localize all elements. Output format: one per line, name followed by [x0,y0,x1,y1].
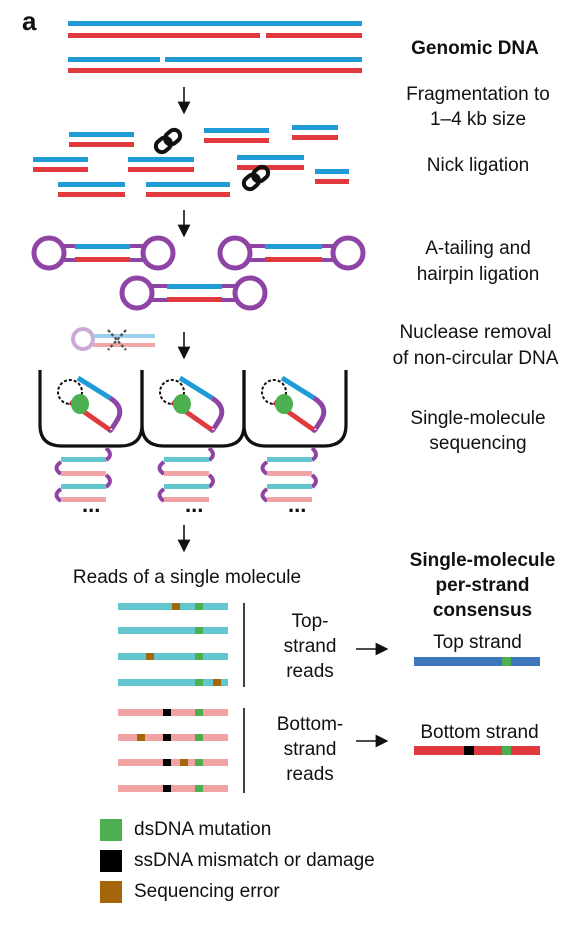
chain-link-icon [153,127,271,192]
cross-icon [107,329,127,351]
sequencing-wells [38,370,348,448]
dna-fragments [33,125,349,197]
fragmentation-label-line1: Fragmentation to [406,84,550,105]
continuation-dots: ... ... ... [82,492,306,517]
bottom-strand-consensus-bar [414,746,540,755]
legend-label: dsDNA mutation [134,819,272,840]
reads-title: Reads of a single molecule [72,567,302,588]
top-strand-consensus-bar [414,657,540,666]
legend-swatch [100,850,122,872]
bottom-reads-label-line2: strand [283,739,337,760]
sequencing-label-line2: sequencing [429,433,527,454]
bottom-reads-label-line3: reads [286,764,334,785]
bottom-reads-label-line1: Bottom- [276,714,344,735]
consensus-label-line2: per-strand [435,575,530,596]
top-reads-label-line3: reads [286,661,334,682]
legend-item: ssDNA mismatch or damage [100,849,375,873]
top-strand-consensus-label: Top strand [433,632,522,653]
nuclease-label-line1: Nuclease removal [399,322,552,343]
nick-ligation-label: Nick ligation [426,155,530,176]
svg-text:...: ... [185,492,203,517]
hairpin-molecules [31,235,366,311]
process-arrows [177,87,389,748]
consensus-label-line1: Single-molecule [409,550,556,571]
genomic-dna-label: Genomic DNA [411,38,539,59]
a-tailing-label-line1: A-tailing and [425,238,531,259]
subread-zigzags [54,446,318,503]
removed-molecule-graphic [71,327,155,351]
fragmentation-label-line2: 1–4 kb size [429,109,527,130]
nuclease-label-line2: of non-circular DNA [392,348,559,369]
legend-item: dsDNA mutation [100,818,271,842]
sequencing-label-line1: Single-molecule [410,408,546,429]
a-tailing-label-line2: hairpin ligation [416,264,540,285]
bottom-strand-reads [118,709,228,792]
genomic-dna-graphic [68,21,362,73]
legend-swatch [100,881,122,903]
top-strand-reads [118,603,228,686]
consensus-label-line3: consensus [432,600,533,621]
svg-text:...: ... [82,492,100,517]
top-reads-label-line2: strand [283,636,337,657]
top-reads-label-line1: Top- [291,611,329,632]
legend-item: Sequencing error [100,880,280,904]
legend-swatch [100,819,122,841]
svg-text:...: ... [288,492,306,517]
legend-label: ssDNA mismatch or damage [134,850,375,871]
legend-label: Sequencing error [134,881,280,902]
bottom-strand-consensus-label: Bottom strand [420,722,539,743]
panel-label: a [22,6,37,36]
polymerase-complexes [57,375,327,433]
